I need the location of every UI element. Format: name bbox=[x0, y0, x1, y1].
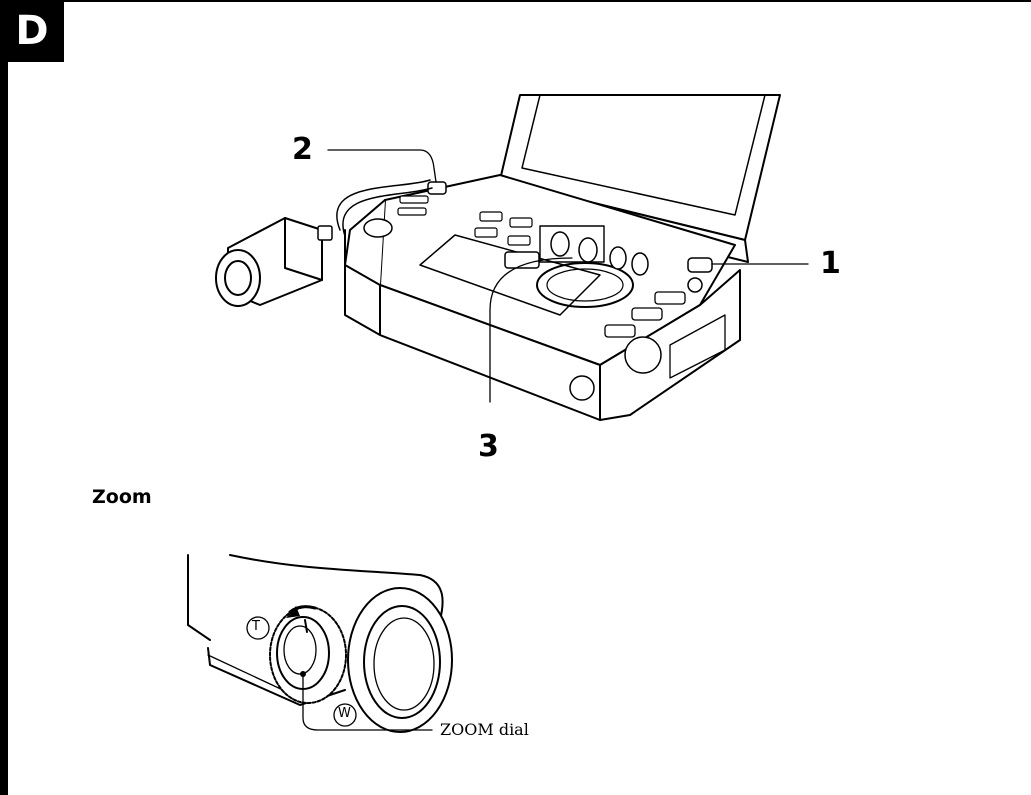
frame-top-rule bbox=[0, 0, 1031, 2]
callout-1: 1 bbox=[820, 246, 841, 281]
mode-button bbox=[687, 257, 713, 273]
callout-2: 2 bbox=[292, 132, 313, 167]
callout-3: 3 bbox=[478, 429, 499, 464]
section-badge: D bbox=[0, 0, 64, 62]
video-walkman-body bbox=[344, 174, 741, 421]
frame-left-rule bbox=[0, 0, 8, 795]
camera-head bbox=[215, 179, 433, 307]
power-switch bbox=[427, 181, 447, 195]
tele-mark: T bbox=[252, 619, 260, 634]
callout-leaders bbox=[327, 149, 809, 403]
zoom-buttons-highlight bbox=[539, 225, 605, 263]
zoom-dial-label: ZOOM dial bbox=[440, 720, 529, 739]
zoom-camera-closeup bbox=[187, 554, 453, 733]
zoom-heading: Zoom bbox=[92, 486, 152, 508]
wide-mark: W bbox=[338, 706, 351, 721]
